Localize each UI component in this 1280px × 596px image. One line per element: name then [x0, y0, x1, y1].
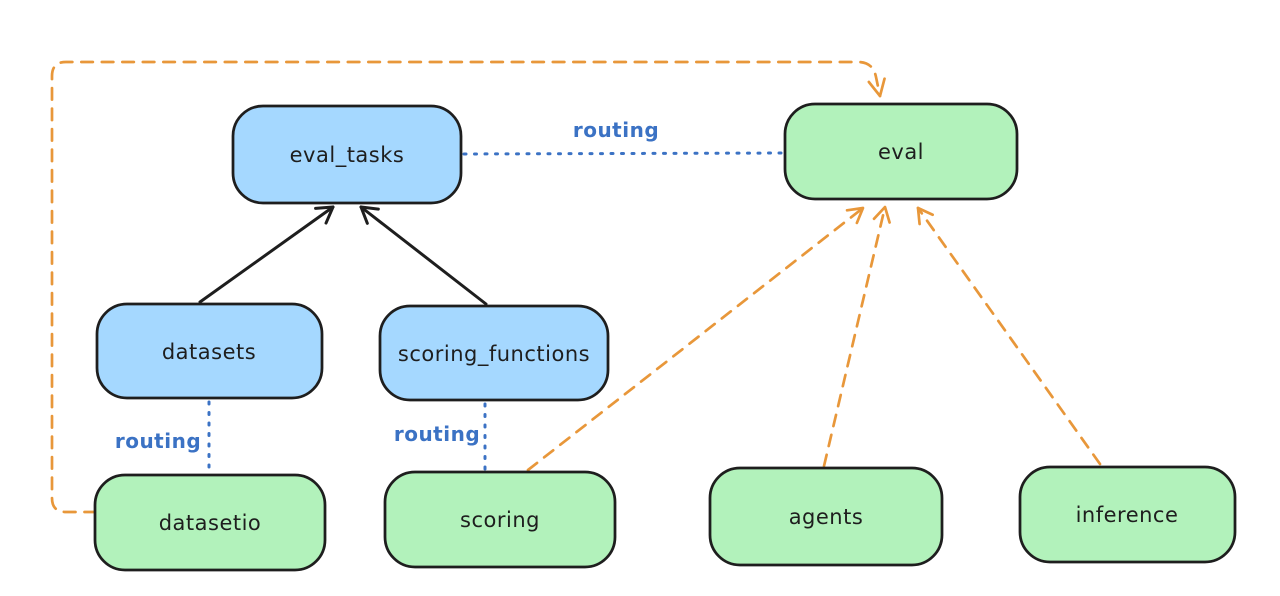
edge-routing-eval-tasks-eval [462, 151, 784, 156]
node-eval-label: eval [878, 140, 924, 164]
node-agents-label: agents [789, 505, 864, 529]
edge-scoring-to-eval [526, 206, 865, 472]
edge-label-routing-datasets: routing [115, 429, 201, 453]
edge-datasets-to-eval-tasks [198, 205, 335, 304]
node-datasetio: datasetio [93, 473, 327, 572]
node-eval-tasks-box [231, 104, 463, 205]
node-scoring-label: scoring [460, 508, 540, 532]
node-eval-tasks: eval_tasks [231, 104, 463, 205]
node-eval-tasks-label: eval_tasks [290, 143, 405, 168]
edge-scoring-functions-to-eval-tasks [359, 205, 488, 306]
node-datasetio-label: datasetio [159, 511, 262, 535]
node-inference: inference [1018, 465, 1237, 564]
edge-datasetio-to-eval [50, 60, 886, 514]
node-scoring-functions: scoring_functions [378, 304, 610, 402]
node-eval-box [783, 102, 1019, 201]
edge-agents-to-eval [822, 205, 891, 468]
node-inference-box [1018, 465, 1237, 564]
node-scoring: scoring [383, 470, 617, 569]
node-datasets: datasets [95, 302, 324, 400]
node-scoring-functions-box [378, 304, 610, 402]
edge-label-routing-top: routing [573, 118, 659, 142]
node-scoring-functions-label: scoring_functions [398, 342, 590, 367]
node-datasetio-box [93, 473, 327, 572]
node-datasets-box [95, 302, 324, 400]
edge-label-routing-scoring: routing [394, 422, 480, 446]
node-agents: agents [708, 466, 944, 567]
node-scoring-box [383, 470, 617, 569]
node-datasets-label: datasets [162, 340, 256, 364]
node-eval: eval [783, 102, 1019, 201]
node-agents-box [708, 466, 944, 567]
node-inference-label: inference [1076, 503, 1179, 527]
edge-inference-to-eval [916, 206, 1102, 466]
